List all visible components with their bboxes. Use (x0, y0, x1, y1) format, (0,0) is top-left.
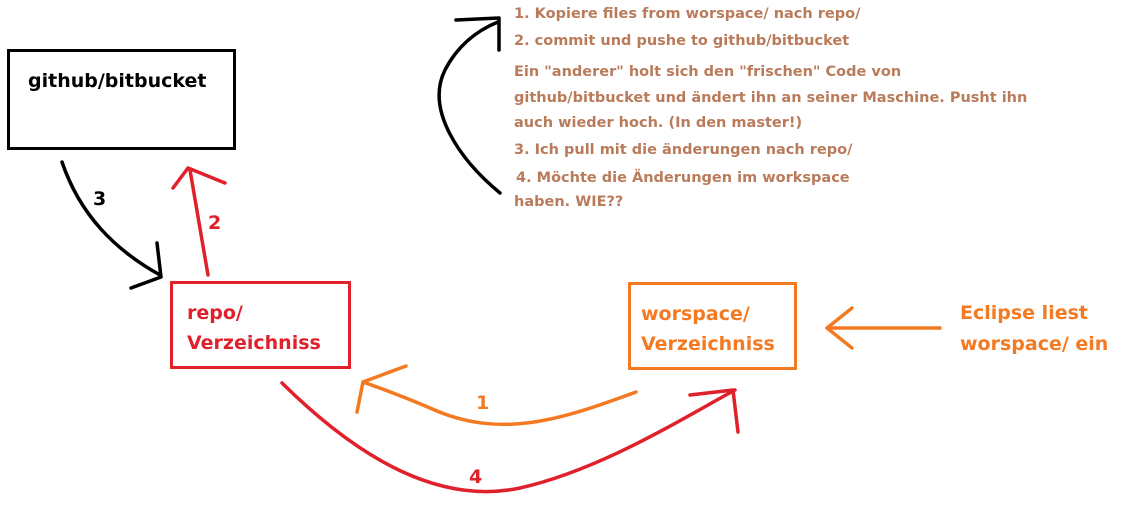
arrow-1-workspace-to-repo (361, 380, 638, 427)
workspace-label-line2: Verzeichniss (641, 333, 775, 355)
arrow-2-head (171, 166, 227, 190)
note-step3: 3. Ich pull mit die änderungen nach repo… (514, 142, 853, 158)
arrow-4-label: 4 (469, 466, 483, 488)
workspace-directory-label: worspace/ Verzeichniss (641, 299, 775, 359)
eclipse-label-line2: worspace/ ein (960, 333, 1109, 355)
arrow-eclipse-head (825, 306, 854, 350)
arrow-notes-swoosh (437, 20, 502, 195)
note-step1: 1. Kopiere files from worspace/ nach rep… (514, 6, 861, 22)
workspace-label-line1: worspace/ (641, 303, 750, 325)
eclipse-label-line1: Eclipse liest (960, 302, 1088, 324)
github-bitbucket-box: github/bitbucket (7, 49, 236, 150)
note-step4-line1: 4. Möchte die Änderungen im workspace (516, 170, 850, 186)
arrow-4-repo-to-workspace (280, 381, 737, 494)
eclipse-label: Eclipse liest worspace/ ein (960, 298, 1108, 360)
note-step2: 2. commit und pushe to github/bitbucket (514, 33, 850, 49)
arrow-2-label: 2 (208, 212, 222, 234)
note-step4-line2: haben. WIE?? (514, 194, 624, 210)
repo-label-line2: Verzeichniss (187, 332, 321, 354)
arrow-1-label: 1 (476, 392, 490, 414)
note-other-line2: github/bitbucket und ändert ihn an seine… (514, 90, 1028, 106)
arrow-notes-swoosh-head (454, 16, 501, 52)
note-other-line1: Ein "anderer" holt sich den "frischen" C… (514, 64, 902, 80)
workspace-directory-box: worspace/ Verzeichniss (628, 282, 797, 370)
github-bitbucket-label: github/bitbucket (28, 70, 207, 92)
arrow-1-head (355, 364, 408, 414)
arrow-2-repo-to-github (188, 168, 210, 277)
note-other-line3: auch wieder hoch. (In den master!) (514, 115, 803, 131)
arrow-3-github-to-repo (60, 160, 162, 277)
arrow-3-head (129, 241, 163, 290)
arrow-3-label: 3 (93, 188, 107, 210)
arrow-4-head (688, 388, 740, 434)
repo-directory-box: repo/ Verzeichniss (170, 281, 351, 369)
repo-label-line1: repo/ (187, 302, 243, 324)
repo-directory-label: repo/ Verzeichniss (187, 298, 321, 358)
